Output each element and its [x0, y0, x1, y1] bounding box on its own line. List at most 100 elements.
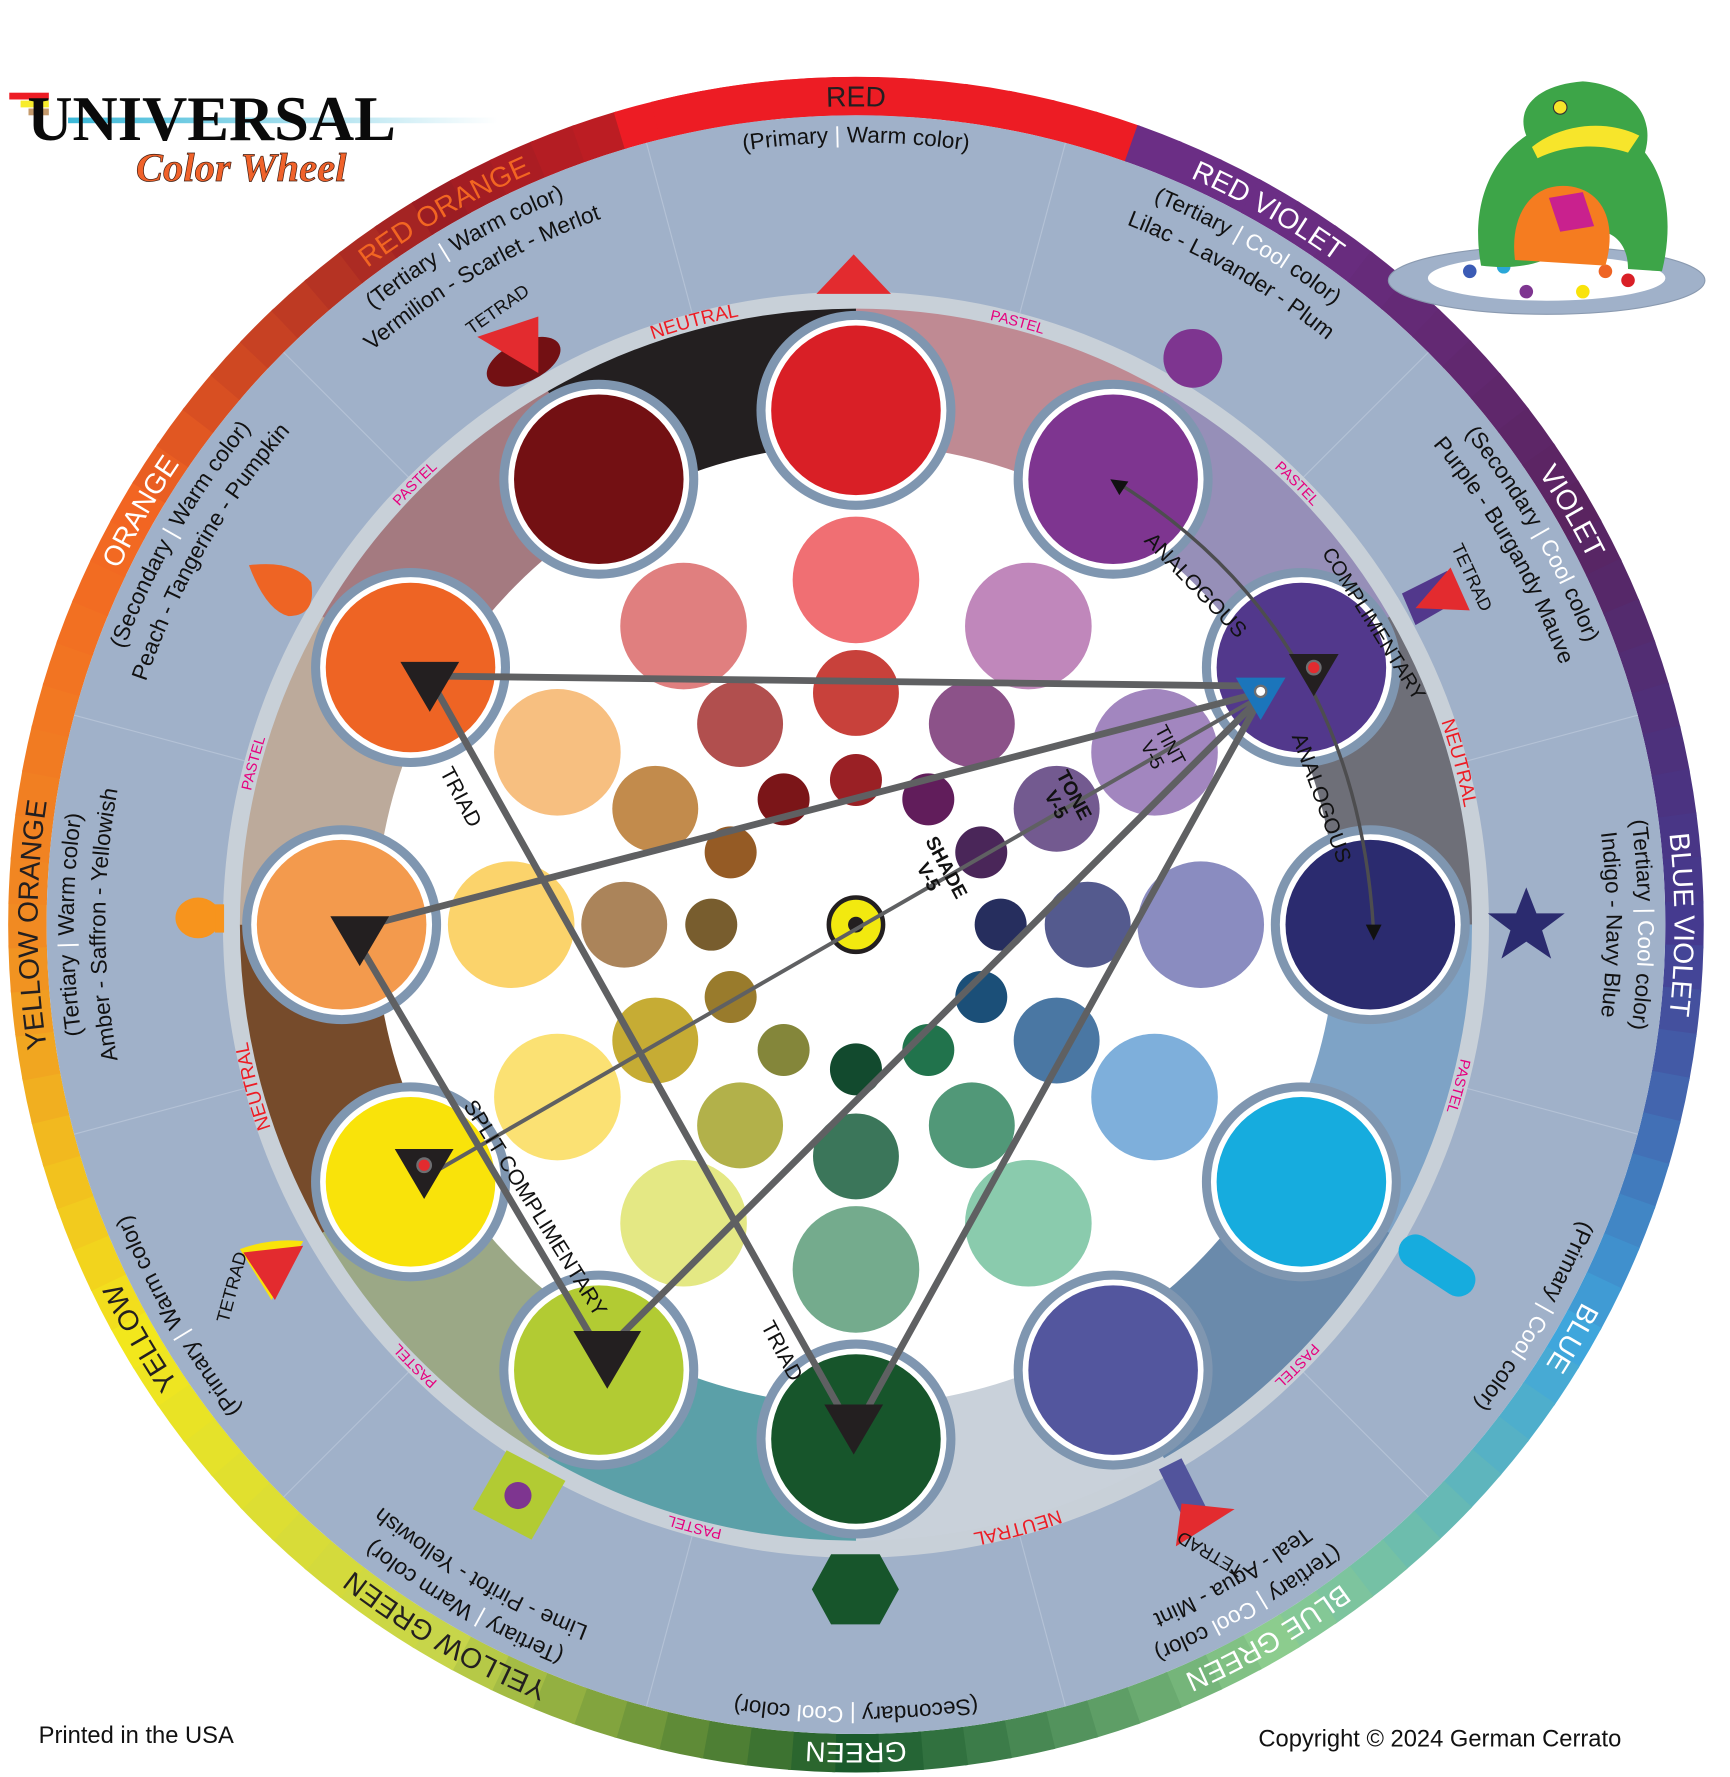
hue-band-segment [1084, 111, 1141, 163]
hue-band-segment [22, 725, 70, 779]
hue-band-segment [1651, 1028, 1697, 1081]
scheme-line [598, 690, 1268, 1358]
temperature-cool: Cool [796, 1700, 850, 1727]
shade-circle[interactable] [955, 971, 1008, 1024]
hue-band-segment [1522, 443, 1580, 503]
blue-violet-star-marker-icon[interactable] [1487, 887, 1565, 959]
tetrad-triangle-icon[interactable] [477, 316, 539, 374]
hue-circle-red-violet[interactable] [1028, 394, 1198, 565]
tint-circle[interactable] [1091, 1033, 1218, 1161]
hue-band-segment [1043, 99, 1099, 150]
tetrad-triangle-icon[interactable] [243, 1245, 304, 1300]
scheme-line [349, 688, 1268, 933]
hue-band-segment [571, 1687, 628, 1738]
hue-circle-red-orange[interactable] [514, 394, 684, 565]
hue-circle-blue[interactable] [1216, 1097, 1387, 1267]
tone-circle[interactable] [581, 881, 668, 968]
hue-classification: (Tertiary | Cool color) [1626, 818, 1658, 1032]
triangle-marker-green-icon[interactable] [824, 1404, 884, 1455]
shade-circle[interactable] [974, 898, 1027, 951]
tone-circle[interactable] [928, 1082, 1015, 1169]
tint-circle[interactable] [1091, 688, 1218, 816]
green-hexagon-marker-icon[interactable] [811, 1554, 899, 1625]
tone-circle[interactable] [697, 1082, 784, 1169]
hue-band-segment [530, 125, 588, 178]
tone-circle[interactable] [928, 681, 1015, 767]
hue-band-segment [72, 1233, 127, 1291]
scheme-line [850, 688, 1268, 1437]
orange-drop-marker-icon[interactable] [248, 564, 313, 617]
red-violet-dot-marker-icon[interactable] [1163, 328, 1223, 388]
tint-circle[interactable] [1137, 861, 1265, 988]
hue-band-segment [489, 1654, 548, 1709]
shade-circle[interactable] [902, 773, 955, 826]
blue-pill-marker-icon[interactable] [1398, 1234, 1476, 1297]
tone-circle[interactable] [612, 997, 699, 1084]
tone-circle[interactable] [697, 681, 784, 767]
tone-circle[interactable] [1044, 881, 1131, 968]
hue-band-segment [1603, 598, 1656, 656]
tone-circle[interactable] [813, 1113, 899, 1200]
hue-band-segment [15, 768, 61, 821]
hue-name-green: GREEN [805, 1736, 908, 1769]
hue-band-segment [450, 1635, 509, 1691]
pointer-dot-icon [1305, 659, 1322, 676]
triangle-marker-yellow-orange-icon[interactable] [330, 916, 390, 967]
scheme-line [422, 692, 1267, 1180]
triangle-marker-blue-icon[interactable] [1235, 677, 1286, 720]
triangle-marker-yellow-green-icon[interactable] [573, 1331, 642, 1389]
tint-circle[interactable] [447, 861, 575, 988]
hue-band-segment [743, 1726, 794, 1770]
hue-band-segment [42, 1153, 94, 1210]
shade-circle[interactable] [704, 826, 757, 879]
hue-circle-blue-green[interactable] [1028, 1285, 1198, 1455]
shade-circle[interactable] [955, 826, 1008, 879]
shade-circle[interactable] [704, 971, 757, 1024]
tint-circle[interactable] [792, 1206, 920, 1333]
hue-band-segment [960, 1720, 1012, 1766]
red-triangle-marker-icon[interactable] [816, 254, 891, 294]
tint-circle[interactable] [620, 562, 747, 690]
shade-circle[interactable] [757, 1023, 810, 1076]
hue-circle-yellow[interactable] [325, 1097, 496, 1267]
hue-band-segment [613, 1700, 669, 1750]
copyright: Copyright © 2024 German Cerrato [1258, 1726, 1621, 1752]
tint-circle[interactable] [620, 1159, 747, 1287]
hue-circle-red[interactable] [771, 325, 941, 496]
divider-line [645, 142, 693, 314]
hue-band-segment [918, 79, 969, 123]
hue-band-red [650, 76, 916, 140]
hue-band-segment [1631, 1112, 1681, 1167]
hue-band-segment [8, 944, 50, 993]
hue-band-segment [1631, 682, 1681, 738]
tone-circle[interactable] [813, 649, 899, 736]
purple-dot-icon [504, 1481, 532, 1510]
triangle-marker-yellow-icon[interactable] [394, 1149, 454, 1200]
tint-circle[interactable] [965, 562, 1092, 690]
tint-circle[interactable] [494, 1033, 621, 1161]
tint-circle[interactable] [965, 1159, 1092, 1287]
tone-circle[interactable] [1013, 765, 1100, 852]
yellow-orange-figure-marker-icon[interactable] [175, 897, 221, 939]
hue-band-segment [10, 812, 54, 863]
triangle-marker-orange-icon[interactable] [400, 661, 460, 712]
tint-circle[interactable] [494, 688, 621, 816]
logo-yellow-stripe [20, 100, 49, 108]
divider-line [1467, 1087, 1638, 1135]
hue-name-red-path: RED [826, 80, 887, 112]
tint-circle[interactable] [792, 516, 920, 644]
shade-circle[interactable] [685, 898, 738, 951]
tetrad-triangle-icon[interactable] [1175, 1503, 1235, 1547]
tone-circle[interactable] [612, 765, 699, 852]
shade-circle[interactable] [829, 1043, 882, 1096]
hue-band-segment [1662, 944, 1704, 993]
tetrad-triangle-icon[interactable] [1415, 567, 1470, 611]
hue-band-segment [832, 1733, 880, 1773]
hue-band-segment [1618, 1153, 1670, 1210]
pointer-dot-icon [1253, 684, 1268, 699]
logo-streak [68, 117, 498, 124]
hue-band-segment [1642, 1070, 1690, 1125]
hue-band-segment [1658, 812, 1702, 863]
hue-band-segment [1164, 1654, 1223, 1709]
tone-circle[interactable] [1013, 997, 1100, 1084]
